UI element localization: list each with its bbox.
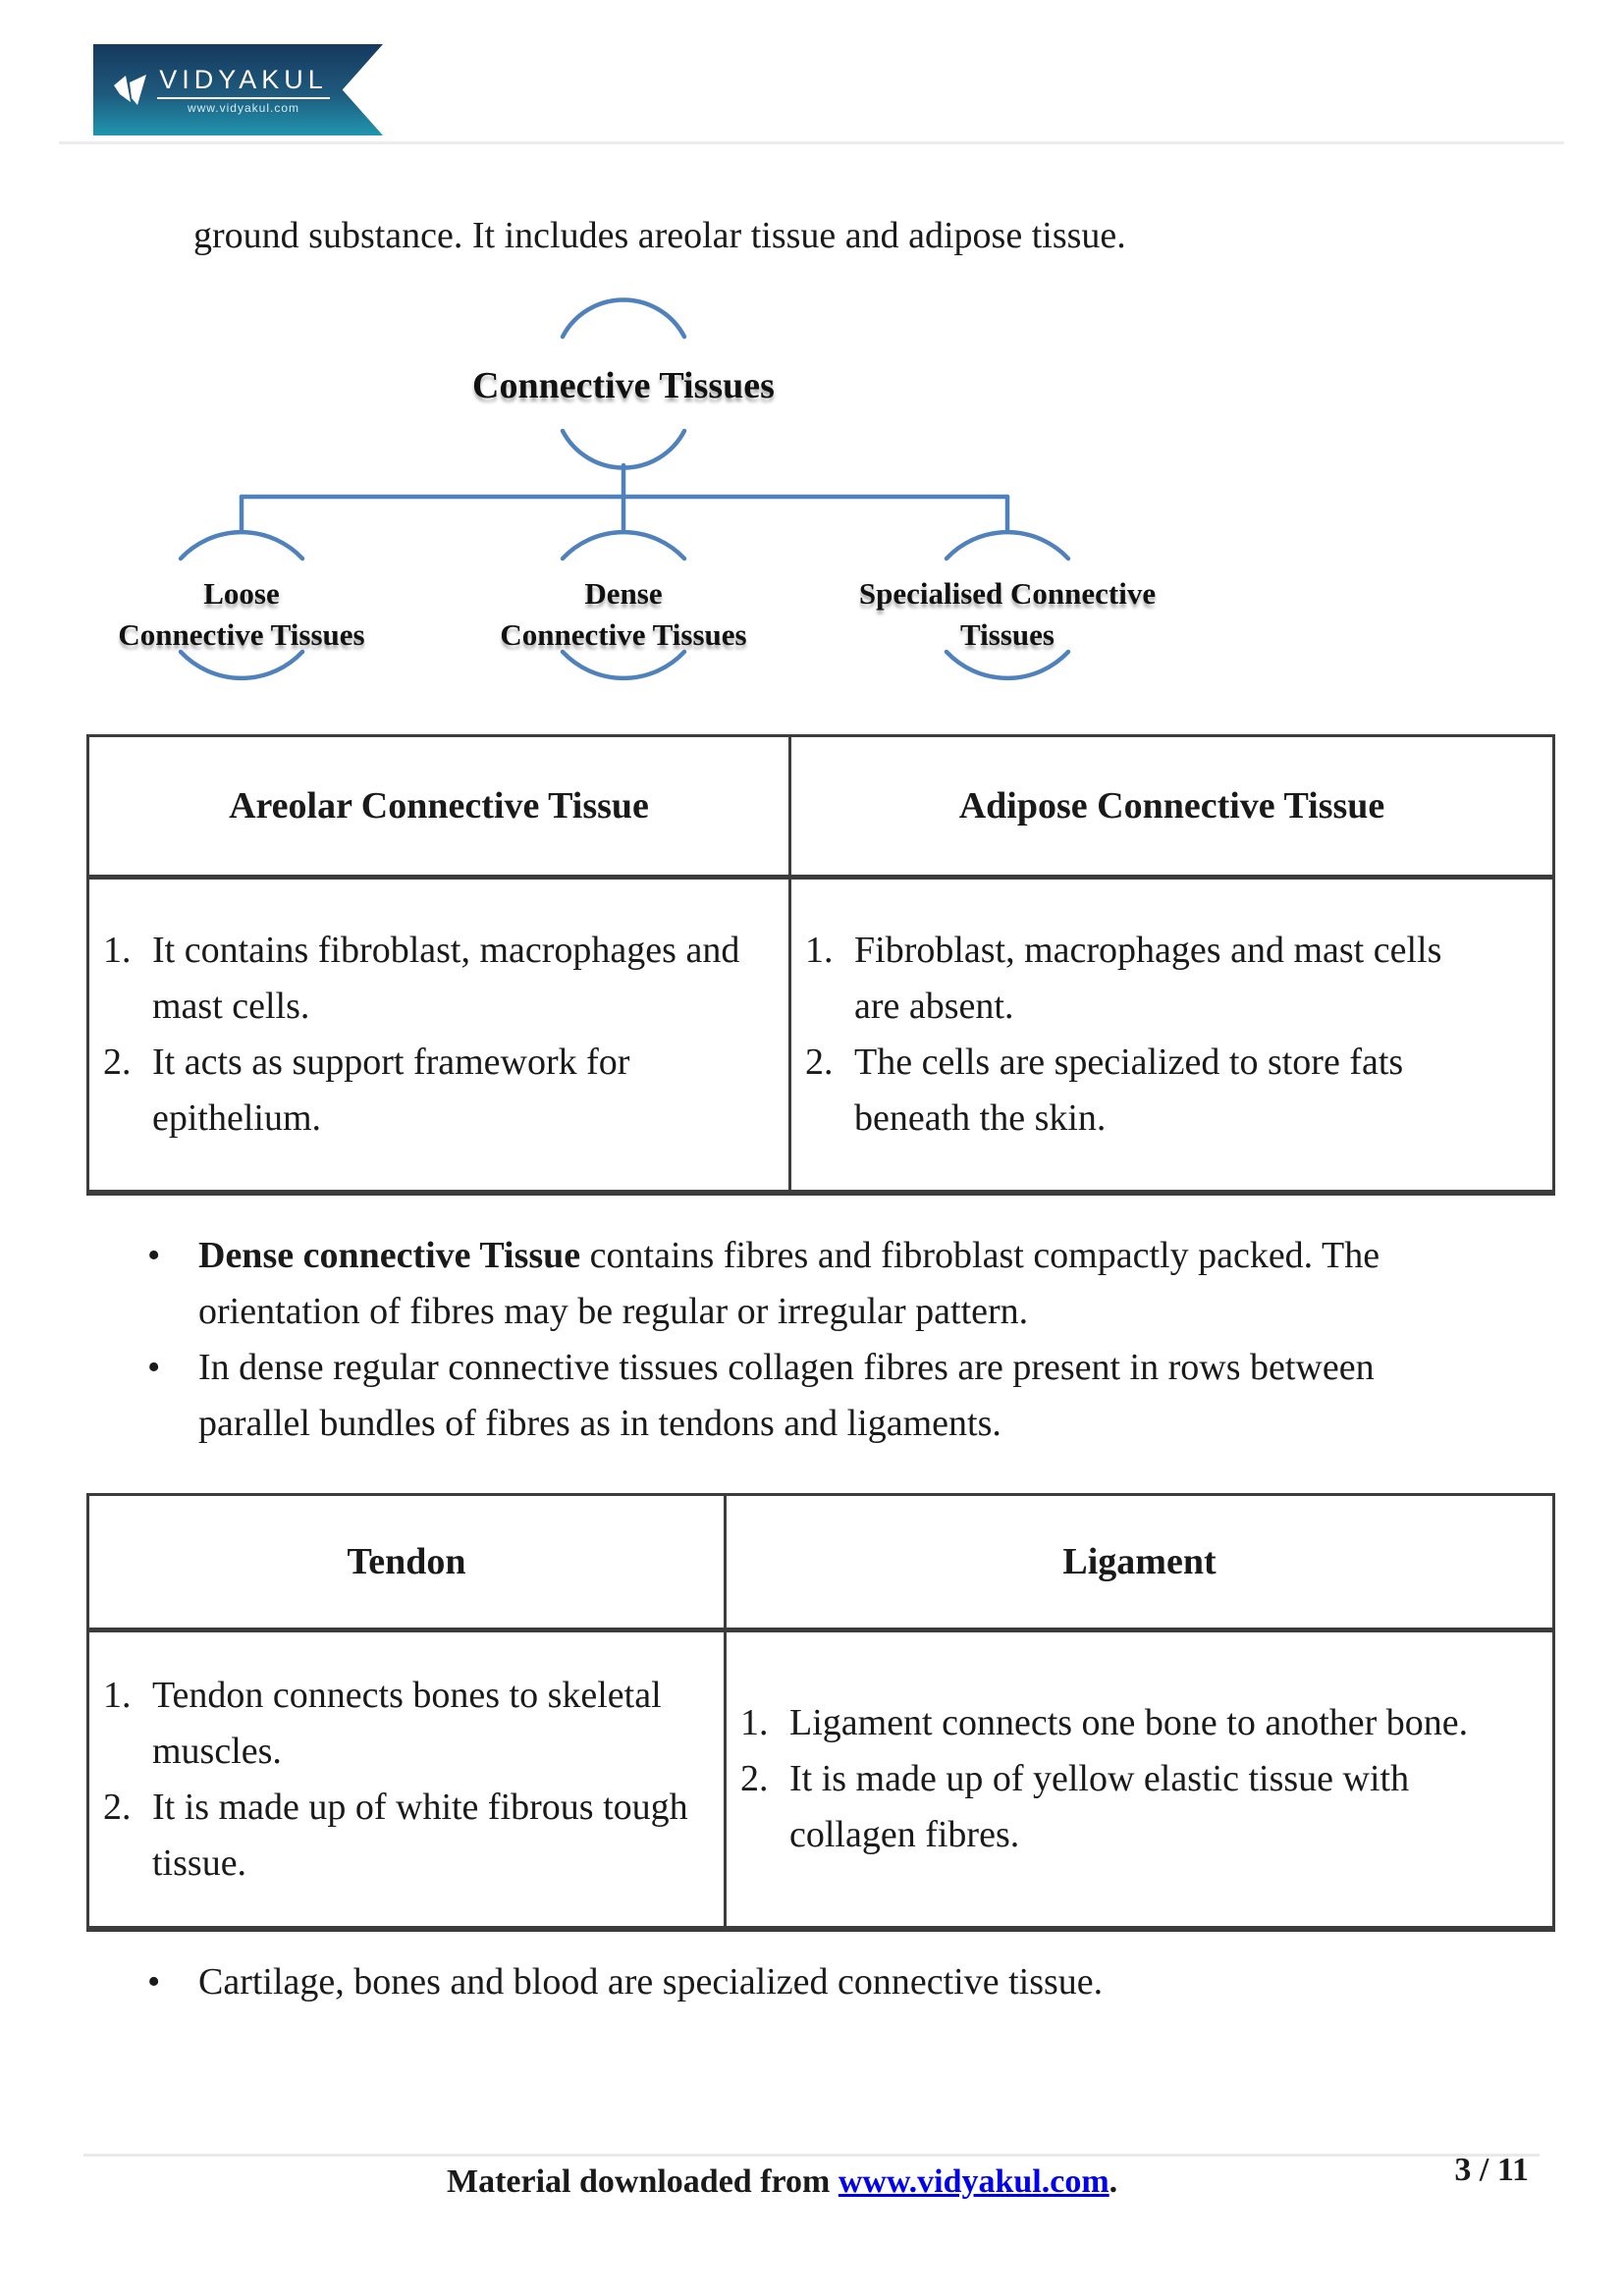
bullet-marker: • [147, 1347, 161, 1388]
list-number: 2. [103, 1786, 132, 1828]
bullet-text: Cartilage, bones and blood are specializ… [198, 1961, 1104, 2002]
table-text-line: collagen fibres. [789, 1814, 1020, 1855]
bullet-bold-lead: Dense connective Tissue [198, 1235, 581, 1276]
vidyakul-link[interactable]: www.vidyakul.com [838, 2163, 1109, 2200]
table-text-line: Ligament connects one bone to another bo… [789, 1702, 1469, 1743]
tendon-ligament-comparison-table: Tendon Ligament 1. Tendon connects bones… [86, 1493, 1555, 1932]
table-cell-areolar: 1. It contains fibroblast, macrophages a… [89, 880, 791, 1190]
footer-credit: Material downloaded from www.vidyakul.co… [447, 2163, 1117, 2201]
list-number: 2. [805, 1041, 834, 1083]
table-cell-tendon: 1. Tendon connects bones to skeletal mus… [89, 1632, 727, 1926]
node-label-line: Connective Tissues [118, 617, 365, 652]
table-text-line: Fibroblast, macrophages and mast cells [854, 930, 1442, 971]
bullet-text: In dense regular connective tissues coll… [198, 1347, 1375, 1388]
table-header-cell: Adipose Connective Tissue [791, 737, 1552, 880]
footer-text: Material downloaded from [447, 2163, 839, 2200]
node-label-line: Dense [584, 576, 663, 611]
list-number: 2. [103, 1041, 132, 1083]
table-header-cell: Areolar Connective Tissue [89, 737, 791, 880]
node-label-line: Connective Tissues [500, 617, 747, 652]
node-label-line: Specialised Connective [858, 576, 1157, 611]
diagram-node-loose: Loose Connective Tissues [16, 573, 467, 656]
table-header-cell: Ligament [727, 1496, 1552, 1632]
brand-tagline: www.vidyakul.com [187, 100, 299, 115]
areolar-adipose-comparison-table: Areolar Connective Tissue Adipose Connec… [86, 734, 1555, 1196]
table-text-line: It is made up of yellow elastic tissue w… [789, 1758, 1410, 1799]
footer-period: . [1109, 2163, 1118, 2200]
table-text-line: It acts as support framework for [152, 1041, 630, 1083]
table-text-line: mast cells. [152, 986, 310, 1027]
table-text-line: muscles. [152, 1730, 282, 1772]
node-label-line: Tissues [960, 617, 1055, 652]
table-text-line: epithelium. [152, 1097, 322, 1139]
table-text-line: tissue. [152, 1842, 247, 1884]
list-number: 2. [740, 1758, 769, 1799]
list-number: 1. [805, 930, 834, 971]
table-text-line: are absent. [854, 986, 1014, 1027]
header-divider [59, 141, 1564, 144]
table-text-line: It is made up of white fibrous tough [152, 1786, 688, 1828]
bullet-text: parallel bundles of fibres as in tendons… [198, 1403, 1001, 1444]
list-number: 1. [740, 1702, 769, 1743]
node-label-line: Loose [203, 576, 280, 611]
bullet-text: contains fibres and fibroblast compactly… [580, 1235, 1380, 1276]
brand-name: VIDYAKUL [157, 66, 330, 99]
table-text-line: Tendon connects bones to skeletal [152, 1674, 662, 1716]
bullet-marker: • [147, 1961, 161, 2002]
cartilage-bullet: • Cartilage, bones and blood are special… [147, 1954, 1103, 2010]
table-text-line: The cells are specialized to store fats [854, 1041, 1404, 1083]
dense-tissue-bullet-list: • Dense connective Tissue contains fibre… [147, 1228, 1380, 1452]
diagram-node-specialised: Specialised Connective Tissues [782, 573, 1233, 656]
table-header-cell: Tendon [89, 1496, 727, 1632]
table-text-line: It contains fibroblast, macrophages and [152, 930, 740, 971]
bullet-text: orientation of fibres may be regular or … [198, 1291, 1029, 1332]
table-cell-ligament: 1. Ligament connects one bone to another… [727, 1632, 1552, 1926]
page-number: 3 / 11 [1454, 2152, 1529, 2188]
table-cell-adipose: 1. Fibroblast, macrophages and mast cell… [791, 880, 1552, 1190]
footer-divider [83, 2154, 1540, 2157]
vidyakul-logo-banner: VIDYAKUL www.vidyakul.com [93, 44, 383, 135]
vidyakul-logo-icon [114, 74, 147, 105]
list-number: 1. [103, 930, 132, 971]
table-text-line: beneath the skin. [854, 1097, 1107, 1139]
diagram-root-node: Connective Tissues [472, 365, 775, 406]
bullet-marker: • [147, 1235, 161, 1276]
bullet-item: • Dense connective Tissue contains fibre… [147, 1228, 1380, 1340]
list-number: 1. [103, 1674, 132, 1716]
bullet-item: • In dense regular connective tissues co… [147, 1340, 1380, 1452]
intro-paragraph: ground substance. It includes areolar ti… [193, 215, 1126, 256]
diagram-node-dense: Dense Connective Tissues [398, 573, 849, 656]
